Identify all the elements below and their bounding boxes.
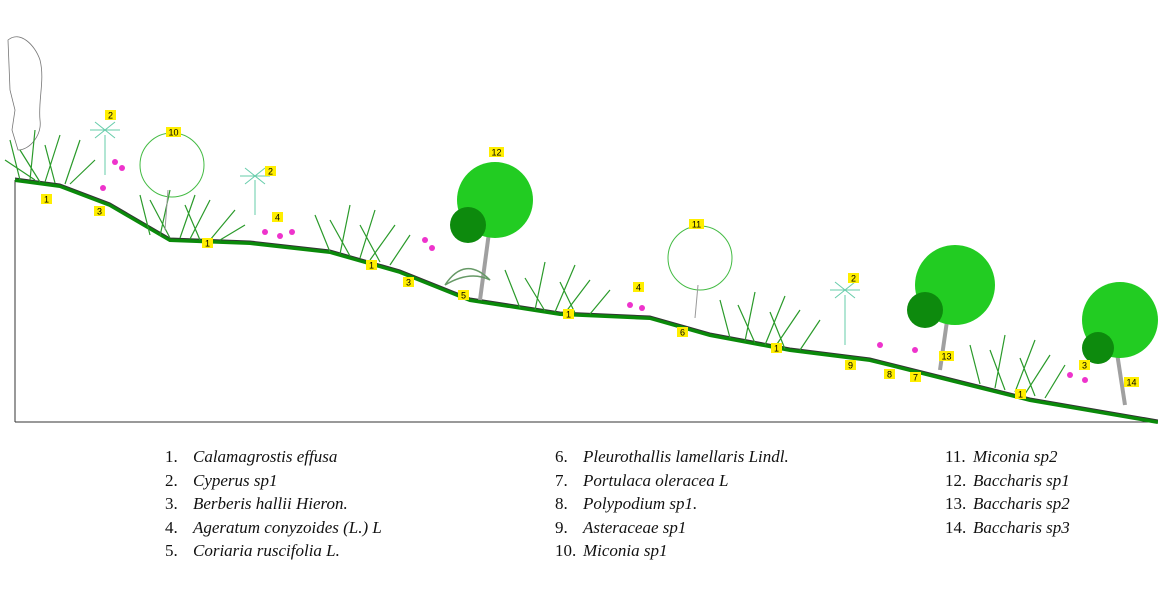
species-tag: 2 [848,273,859,284]
svg-text:14: 14 [1126,378,1136,388]
svg-text:10: 10 [168,128,178,138]
legend-item: 14.Baccharis sp3 [945,517,1070,537]
species-tag: 14 [1124,377,1139,388]
svg-text:2: 2 [268,167,273,177]
species-tag: 1 [1015,389,1026,400]
species-tag: 13 [939,351,954,362]
cyperus-plant [90,121,860,345]
species-tag: 2 [265,166,276,177]
svg-text:1: 1 [774,344,779,354]
filled-tree [450,162,1158,406]
species-tag: 6 [677,327,688,338]
species-tag: 8 [884,369,895,380]
svg-text:4: 4 [275,213,280,223]
legend-item: 9.Asteraceae sp1 [555,517,687,537]
svg-text:3: 3 [406,278,411,288]
vegetation-profile-diagram: 1 2 3 10 2 4 1 12 1 3 5 11 4 1 6 1 2 9 8… [4,36,1158,424]
svg-text:11: 11 [692,220,701,230]
legend-item: 5.Coriaria ruscifolia L. [165,541,340,560]
svg-text:1: 1 [44,195,49,205]
species-tag: 3 [1079,360,1090,371]
legend-column-2: 6.Pleurothallis lamellaris Lindl. 7.Port… [555,445,789,563]
legend-item: 3.Berberis hallii Hieron. [165,494,348,513]
svg-text:8: 8 [887,370,892,380]
legend-column-3: 11.Miconia sp2 12.Baccharis sp1 13.Bacch… [945,445,1070,539]
legend-item: 4.Ageratum conyzoides (L.) L [165,517,382,537]
legend-column-1: 1.Calamagrostis effusa 2.Cyperus sp1 3.B… [165,445,382,563]
species-tag: 1 [771,343,782,354]
svg-text:2: 2 [108,111,113,121]
species-tag: 4 [272,212,283,223]
legend-item: 2.Cyperus sp1 [165,470,278,490]
species-tag: 3 [94,206,105,217]
svg-text:1: 1 [369,261,374,271]
svg-text:3: 3 [97,207,102,217]
legend-item: 12.Baccharis sp1 [945,470,1070,490]
grass-clump [4,129,1066,399]
svg-text:4: 4 [636,283,641,293]
svg-text:13: 13 [941,352,951,362]
slope-ground-edge [14,177,1158,421]
rock-outline [7,36,43,151]
legend-item: 11.Miconia sp2 [945,447,1058,466]
species-tag: 12 [489,147,504,158]
svg-text:1: 1 [1018,390,1023,400]
species-tag: 10 [166,127,181,138]
species-tag: 1 [202,238,213,249]
svg-text:1: 1 [566,310,571,320]
species-tag: 3 [403,277,414,288]
species-tag: 1 [563,309,574,320]
species-tag: 9 [845,360,856,371]
species-legend: 1.Calamagrostis effusa 2.Cyperus sp1 3.B… [0,445,1158,600]
legend-item: 10.Miconia sp1 [555,541,668,560]
legend-item: 6.Pleurothallis lamellaris Lindl. [555,447,789,466]
flower-cluster [100,159,1088,383]
svg-text:2: 2 [851,274,856,284]
legend-item: 7.Portulaca oleracea L [555,470,729,490]
slope-ground-line [14,178,1158,424]
svg-text:7: 7 [913,373,918,383]
legend-item: 8.Polypodium sp1. [555,494,698,513]
svg-text:6: 6 [680,328,685,338]
svg-text:9: 9 [848,361,853,371]
svg-text:1: 1 [205,239,210,249]
svg-text:3: 3 [1082,361,1087,371]
svg-text:5: 5 [461,291,466,301]
species-tag: 1 [366,260,377,271]
species-tag: 4 [633,282,644,293]
species-tag: 1 [41,194,52,205]
species-tag: 2 [105,110,116,121]
legend-item: 1.Calamagrostis effusa [165,447,338,466]
species-tag: 11 [689,219,704,230]
svg-text:12: 12 [491,148,501,158]
species-tag: 5 [458,290,469,301]
legend-item: 13.Baccharis sp2 [945,494,1070,513]
coriaria-shrub [444,268,491,286]
species-tag: 7 [910,372,921,383]
